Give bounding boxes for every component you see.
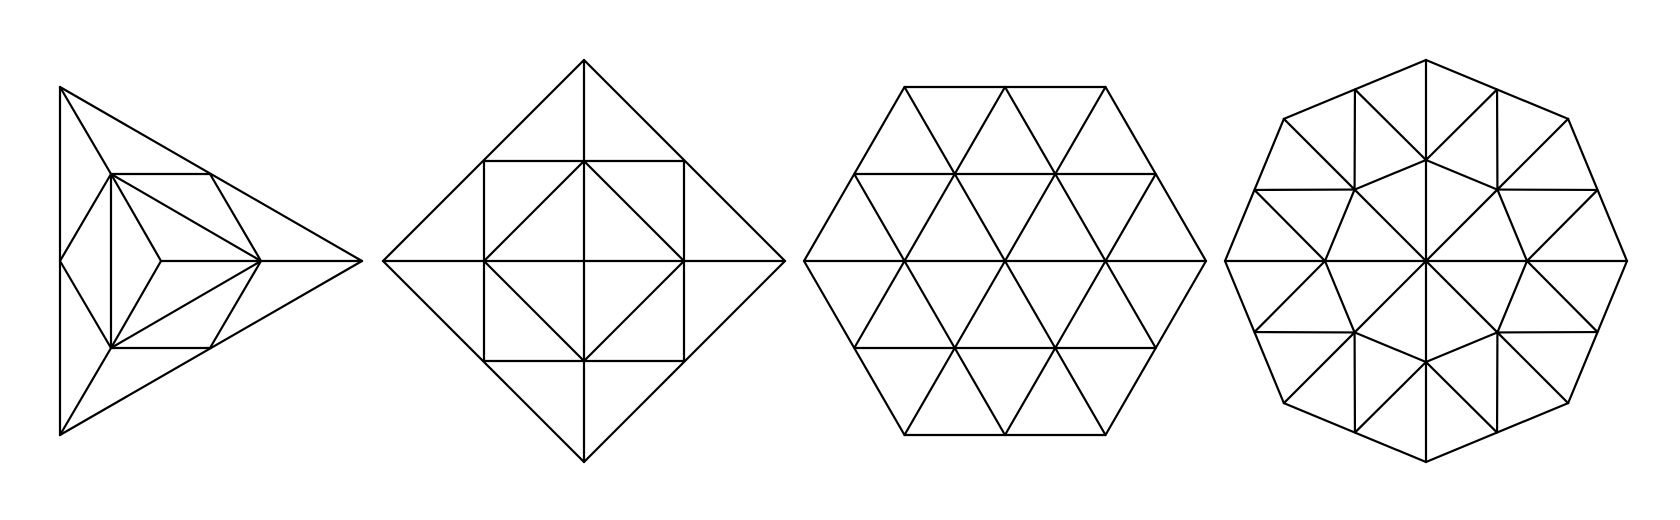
hexagon-edge [853, 85, 906, 176]
square-edge [582, 259, 686, 363]
octagon-edge [1253, 188, 1327, 263]
triangle-edge [208, 259, 263, 350]
hexagon-edge [903, 259, 956, 350]
hexagon-edge [953, 85, 1007, 176]
triangle-edge [58, 259, 113, 350]
octagon-edge [1353, 331, 1428, 364]
octagon-edge [1353, 88, 1428, 162]
triangle-edge [208, 172, 263, 263]
square-edge [482, 259, 586, 363]
octagon-edge [1253, 259, 1327, 334]
hexagon-edge [953, 259, 1007, 350]
triangle-edge [109, 259, 163, 350]
hexagon-edge [1104, 85, 1157, 176]
octagon-edge [1353, 360, 1428, 434]
hexagon-edge [853, 259, 906, 350]
square-edge [482, 159, 586, 263]
octagon-edge [1323, 188, 1356, 263]
hexagon-edge [1104, 346, 1157, 437]
hexagon-edge [1104, 172, 1157, 263]
hexagon-edge [1054, 346, 1107, 437]
octagon-edge [1525, 188, 1599, 263]
square-edge [582, 159, 686, 263]
hexagon-edge [1003, 85, 1057, 176]
hexagon-edge [953, 172, 1007, 263]
hexagon-edge [1104, 259, 1157, 350]
hexagon-edge [1003, 259, 1057, 350]
hexagon-edge [1154, 259, 1208, 350]
octagon-edge [1424, 259, 1499, 334]
octagon-edge [1353, 158, 1428, 191]
octagon-edge [1496, 259, 1529, 334]
hexagon-edge [1054, 172, 1107, 263]
octagon-edge [1496, 331, 1570, 405]
octagon-edge [1353, 259, 1428, 334]
octagon-tiling [1223, 58, 1629, 464]
hexagon-edge [1003, 346, 1057, 437]
hexagon-tiling [802, 85, 1208, 437]
octagon-edge [1424, 158, 1499, 191]
triangle-edge [58, 346, 113, 437]
triangle-edge [109, 172, 163, 263]
hexagon-edge [802, 172, 856, 263]
hexagon-edge [802, 259, 856, 350]
hexagon-edge [903, 346, 956, 437]
hexagon-edge [853, 172, 906, 263]
octagon-edge [1424, 88, 1499, 162]
hexagon-edge [1154, 172, 1208, 263]
octagon-edge [1353, 188, 1428, 263]
hexagon-edge [1054, 85, 1107, 176]
hexagon-edge [1054, 259, 1107, 350]
octagon-edge [1424, 331, 1499, 364]
octagon-edge [1496, 188, 1529, 263]
octagon-edge [1282, 331, 1356, 405]
triangle-edge [58, 172, 113, 263]
square-tiling [381, 58, 787, 464]
octagon-edge [1282, 117, 1356, 191]
triangle-edge [58, 85, 113, 176]
octagon-edge [1496, 117, 1570, 191]
hexagon-edge [903, 172, 956, 263]
hexagon-edge [853, 346, 906, 437]
octagon-edge [1424, 360, 1499, 434]
octagon-edge [1424, 188, 1499, 263]
triangle-edge [109, 172, 263, 263]
triangle-edge [109, 259, 263, 350]
octagon-edge [1525, 259, 1599, 334]
hexagon-edge [903, 85, 956, 176]
triangle-tiling [58, 85, 364, 437]
hexagon-edge [953, 346, 1007, 437]
octagon-edge [1323, 259, 1356, 334]
hexagon-edge [1003, 172, 1057, 263]
